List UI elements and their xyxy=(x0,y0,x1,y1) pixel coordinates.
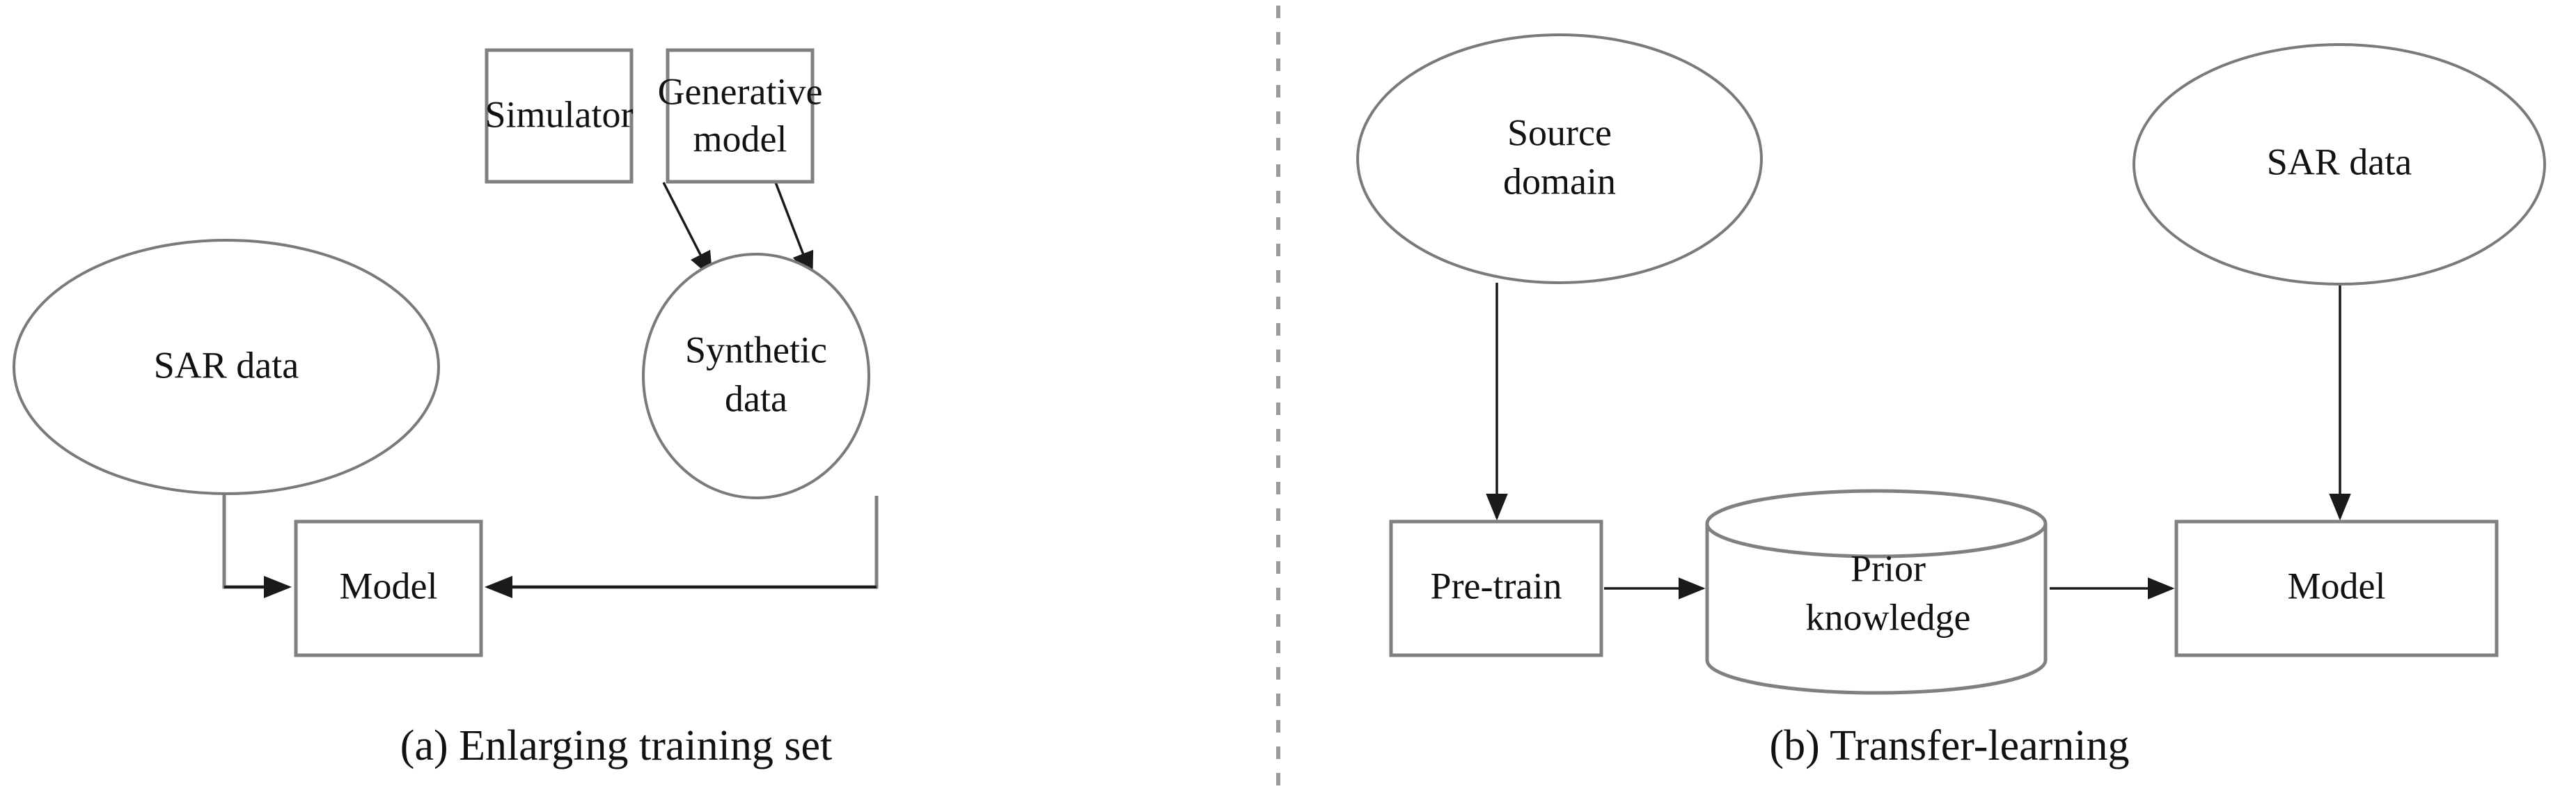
node-generative-model[interactable] xyxy=(666,48,815,184)
node-source-domain[interactable] xyxy=(1356,33,1763,284)
node-synthetic-data-label-line2: data xyxy=(725,377,787,419)
node-simulator[interactable] xyxy=(485,48,634,184)
node-prior-knowledge-label-line1: Prior xyxy=(1851,547,1926,589)
node-model-a[interactable] xyxy=(294,519,483,657)
node-model-a-label: Model xyxy=(340,565,438,607)
edge-synthetic-data-to-model-a xyxy=(491,496,879,589)
node-pre-train-label: Pre-train xyxy=(1431,565,1562,607)
node-simulator-label: Simulator xyxy=(485,93,634,135)
panel-b: Source domain SAR data Pre-train Prior k… xyxy=(1356,33,2546,769)
caption-panel-b: (b) Transfer-learning xyxy=(1769,722,2129,769)
edge-generative-model-to-synthetic-data xyxy=(774,182,814,279)
caption-panel-a: (a) Enlarging training set xyxy=(400,722,832,769)
node-pre-train[interactable] xyxy=(1389,519,1603,657)
node-generative-model-label-line1: Generative xyxy=(658,70,823,112)
node-prior-knowledge[interactable] xyxy=(1705,489,2048,695)
node-sar-data-b-label: SAR data xyxy=(2267,141,2412,182)
node-source-domain-label-line2: domain xyxy=(1503,160,1616,202)
node-prior-knowledge-label-line2: knowledge xyxy=(1806,596,1971,638)
node-model-b[interactable] xyxy=(2174,519,2499,657)
node-synthetic-data[interactable] xyxy=(642,253,870,499)
node-sar-data-a[interactable] xyxy=(13,239,440,495)
cylinder-body xyxy=(1705,524,2048,695)
cylinder-top xyxy=(1705,489,2048,558)
panel-a: SAR data Simulator Generative model Synt… xyxy=(13,48,879,769)
node-model-b-label: Model xyxy=(2288,565,2386,607)
node-generative-model-label-line2: model xyxy=(693,118,787,159)
node-synthetic-data-label-line1: Synthetic xyxy=(685,329,827,370)
node-source-domain-label-line1: Source xyxy=(1507,111,1612,153)
node-sar-data-b[interactable] xyxy=(2133,43,2546,285)
node-sar-data-a-label: SAR data xyxy=(154,344,299,386)
edge-sar-data-to-model-a xyxy=(222,491,287,589)
edge-simulator-to-synthetic-data xyxy=(662,182,713,279)
